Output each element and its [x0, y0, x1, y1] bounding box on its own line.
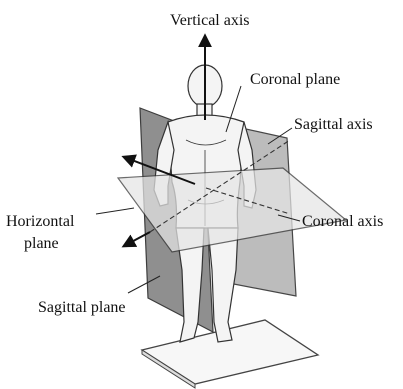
- coronal-plane-label: Coronal plane: [250, 71, 340, 88]
- horizontal-plane-label-line1: Horizontal: [6, 213, 75, 230]
- horizontal-plane-leader: [96, 208, 134, 214]
- sagittal-plane-label: Sagittal plane: [38, 299, 126, 316]
- vertical-axis-label: Vertical axis: [170, 12, 250, 29]
- sagittal-axis-label: Sagittal axis: [294, 116, 373, 133]
- horizontal-plane-label-line2: plane: [24, 235, 59, 252]
- coronal-axis-label: Coronal axis: [302, 213, 383, 230]
